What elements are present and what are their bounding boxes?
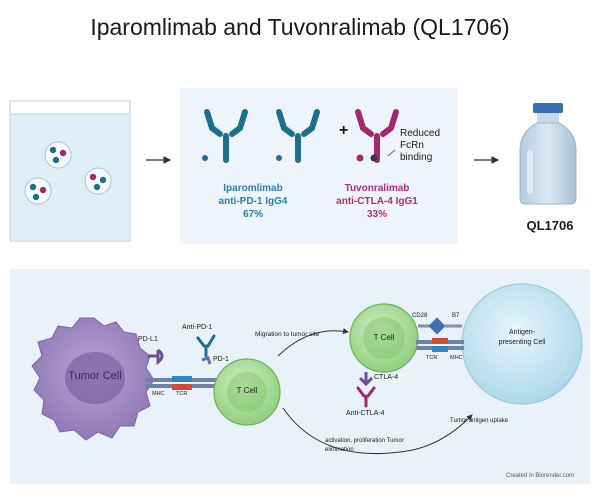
apc-inner-ring <box>474 296 570 392</box>
tuvo-dot-2 <box>370 154 378 162</box>
activation-label-line-2: elimination <box>325 447 354 453</box>
t-cell-upper-nucleus <box>363 317 405 359</box>
iparomlimab-antibody-2 <box>276 109 320 163</box>
tumor-nucleus <box>65 352 125 404</box>
anti-pd1-label: Anti-PD-1 <box>182 324 213 331</box>
uptake-label: Tumor antigen uptake <box>450 418 509 424</box>
producer-cell-2 <box>84 167 112 195</box>
b7-label: B7 <box>452 313 460 319</box>
cd28-label: CD28 <box>412 313 428 319</box>
tuvonralimab-name: Tuvonralimab <box>344 183 410 194</box>
annotation-line-2: FcRn <box>400 140 424 151</box>
tuvonralimab-antibody <box>355 109 399 163</box>
t-cell-upper-label: T Cell <box>373 333 395 342</box>
anti-pd1-antibody <box>196 334 216 358</box>
migration-label: Migration to tumor site <box>255 331 320 338</box>
pd1-receptor <box>201 356 212 365</box>
cd28-b7-pair <box>418 317 462 335</box>
producer-cell-1 <box>44 141 72 169</box>
tuvonralimab-percent: 33% <box>366 209 387 220</box>
culture-beaker <box>9 100 131 242</box>
tcr-left-label: TCR <box>176 391 188 397</box>
iparomlimab-antibody-1 <box>204 109 248 163</box>
iparomlimab-name: Iparomlimab <box>223 183 283 194</box>
ipa-dot-2 <box>276 155 282 161</box>
iparomlimab-percent: 67% <box>242 209 263 220</box>
activation-label-line-1: activation, proliferation Tumor <box>325 438 404 444</box>
ctla4-label: CTLA-4 <box>374 374 399 381</box>
anti-ctla4-label: Anti-CTLA-4 <box>346 410 385 417</box>
apc-label-line-1: Antigen- <box>508 329 536 336</box>
pd1-label: PD-1 <box>213 356 229 363</box>
annotation-line-3: binding <box>400 152 433 163</box>
ql1706-label: QL1706 <box>526 218 574 233</box>
apc-label-line-2: presenting Cell <box>498 339 546 346</box>
pd-l1-label: PD-L1 <box>138 336 158 343</box>
mhc-right-label: MHC <box>450 355 463 361</box>
pd-l1-receptor <box>148 348 164 366</box>
mhc-tcr-bridge-left <box>146 376 220 390</box>
tcr-right-label: TCR <box>426 355 438 361</box>
ipa-dot-1 <box>202 155 208 161</box>
t-cell-lower-label: T Cell <box>236 386 258 395</box>
tumor-cell-label: Tumor Cell <box>68 370 122 382</box>
fcrn-pointer <box>387 149 396 157</box>
tuvo-dot-1 <box>356 154 364 162</box>
figure-title: Iparomlimab and Tuvonralimab (QL1706) <box>90 14 510 40</box>
migration-arrow <box>277 328 349 357</box>
anti-ctla4-antibody <box>356 386 376 408</box>
annotation-line-1: Reduced <box>400 128 441 139</box>
plus-sign: + <box>339 122 349 139</box>
ctla4-receptor <box>358 372 374 387</box>
ql1706-vial <box>519 103 577 205</box>
mhc-tcr-bridge-right <box>416 338 464 352</box>
credit-label: Created in Biorender.com <box>506 473 575 479</box>
t-cell-lower-nucleus <box>227 372 267 412</box>
uptake-arrow <box>282 407 473 455</box>
iparomlimab-target: anti-PD-1 IgG4 <box>218 196 288 207</box>
mhc-left-label: MHC <box>152 391 165 397</box>
tuvonralimab-target: anti-CTLA-4 IgG1 <box>336 196 418 207</box>
producer-cell-3 <box>24 177 52 205</box>
